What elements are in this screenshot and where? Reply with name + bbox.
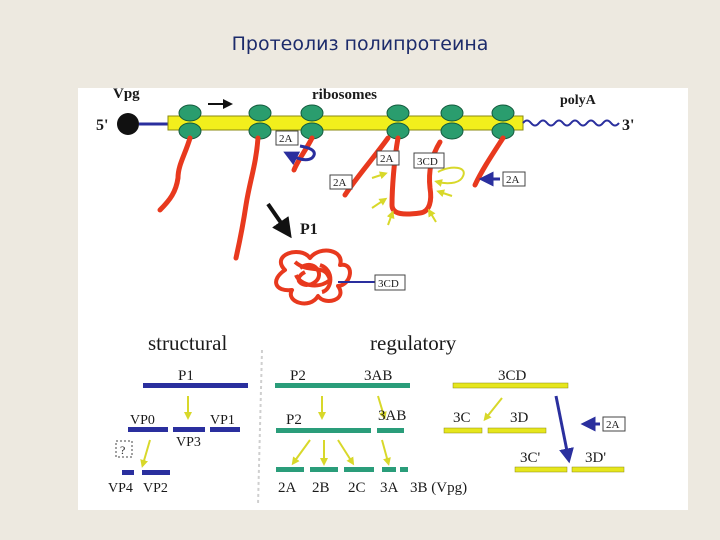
- polypeptide-6: [472, 135, 506, 188]
- label-vpg: Vpg: [113, 86, 140, 102]
- label-vp4: VP4: [108, 481, 133, 496]
- bar-2b: [310, 467, 338, 472]
- box-question: [115, 440, 133, 458]
- bar-3a: [382, 467, 396, 472]
- ribosome-1: [178, 104, 202, 140]
- label-3a: 3A: [380, 480, 399, 496]
- bar-3d-prime: [571, 466, 625, 473]
- header-structural: structural: [148, 331, 227, 355]
- bar-p1: [143, 383, 248, 388]
- label-ribosomes: ribosomes: [312, 87, 377, 103]
- yellow-cleave-arrows: [371, 166, 465, 226]
- section-divider: [257, 349, 263, 506]
- bar-vp4: [122, 470, 134, 475]
- ribosome-4: [386, 104, 410, 140]
- p2-split-arrows: [291, 439, 391, 466]
- label-3ab-top: 3AB: [364, 368, 392, 384]
- bar-3b: [400, 467, 408, 472]
- box-3cd-mid-label: 3CD: [417, 156, 438, 168]
- label-vp0: VP0: [130, 413, 155, 428]
- box-2a-mid: [376, 150, 400, 166]
- bar-vp3: [173, 427, 205, 432]
- ribosome-6: [491, 104, 515, 140]
- bar-3ab: [377, 428, 404, 433]
- ribosome-5: [440, 104, 464, 140]
- box-2a-left: [329, 174, 353, 190]
- slide-title: Протеолиз полипротеина: [231, 33, 489, 55]
- 3cd-cleave-arrow-icon: [554, 395, 574, 464]
- 3ab-down-arrow-icon: [377, 395, 387, 420]
- label-3d-prime: 3D': [585, 450, 606, 466]
- box-2a-top-label: 2A: [279, 133, 293, 145]
- folded-p1: [274, 248, 352, 306]
- bar-3d: [487, 427, 547, 434]
- label-p1-struct: P1: [178, 368, 194, 384]
- label-question: ?: [120, 443, 125, 457]
- bar-p2: [276, 428, 371, 433]
- label-2c: 2C: [348, 480, 366, 496]
- mrna-bar: [167, 115, 524, 131]
- p1-release-arrow-icon: [266, 202, 292, 239]
- label-2b: 2B: [312, 480, 330, 496]
- 3cd-down-arrow-icon: [483, 397, 503, 422]
- bar-3c-prime: [514, 466, 568, 473]
- bar-3c: [443, 427, 483, 434]
- box-2a-right: [502, 171, 526, 187]
- folded-p1-inner: [296, 262, 333, 294]
- box-3cd-lower-label: 3CD: [378, 278, 399, 290]
- label-polya: polyA: [560, 93, 597, 108]
- box-2a-mid-label: 2A: [380, 153, 394, 165]
- header-regulatory: regulatory: [370, 331, 457, 355]
- label-3b-vpg: 3B (Vpg): [410, 480, 467, 496]
- bar-vp0: [128, 427, 168, 432]
- label-3d: 3D: [510, 410, 529, 426]
- vpg-ball: [117, 113, 139, 135]
- bar-2a: [276, 467, 304, 472]
- bar-3cd: [452, 382, 569, 389]
- bar-vp1: [210, 427, 240, 432]
- polypeptide-5-loop: [389, 135, 443, 217]
- bar-p2-3ab: [275, 383, 410, 388]
- label-3cd: 3CD: [498, 368, 527, 384]
- label-3c: 3C: [453, 410, 471, 426]
- label-vp3: VP3: [176, 435, 201, 450]
- polypeptide-4: [342, 135, 391, 198]
- label-vp1: VP1: [210, 413, 235, 428]
- label-5-prime: 5': [96, 117, 108, 134]
- cleave-arrow-icon: [283, 144, 316, 166]
- label-p2-top: P2: [290, 368, 306, 384]
- polypeptide-2: [233, 135, 261, 261]
- box-3cd-lower: [374, 274, 406, 291]
- box-2a-right-label: 2A: [506, 174, 520, 186]
- label-p1-top: P1: [300, 221, 318, 238]
- polypeptide-1: [157, 135, 193, 213]
- label-vp2: VP2: [143, 481, 168, 496]
- label-2a: 2A: [278, 480, 297, 496]
- polypeptide-3: [291, 135, 315, 173]
- label-3ab-mid: 3AB: [378, 408, 406, 424]
- polya-tail: [522, 119, 620, 127]
- box-3cd-mid: [413, 152, 445, 169]
- box-2a-bottom-label: 2A: [606, 419, 620, 431]
- box-2a-top: [275, 130, 299, 146]
- vp0-down-arrow-icon: [140, 439, 151, 468]
- box-2a-left-label: 2A: [333, 177, 347, 189]
- box-2a-bottom: [602, 416, 626, 432]
- bar-2c: [344, 467, 374, 472]
- bar-vp2: [142, 470, 170, 475]
- label-3-prime: 3': [622, 117, 634, 134]
- label-3c-prime: 3C': [520, 450, 541, 466]
- label-p2-mid: P2: [286, 412, 302, 428]
- ribosome-3: [300, 104, 324, 140]
